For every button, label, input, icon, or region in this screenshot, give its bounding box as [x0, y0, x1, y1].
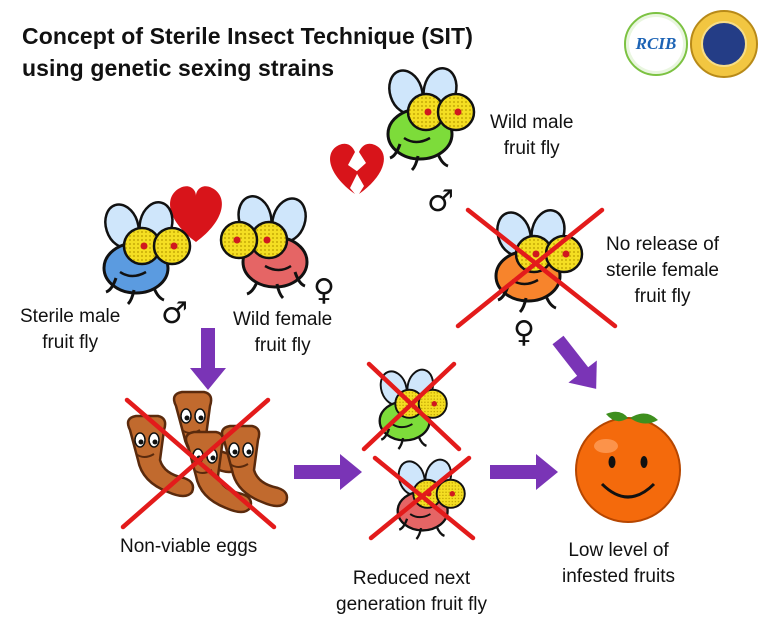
title-line-2: using genetic sexing strains — [22, 55, 335, 81]
eggs-cross — [120, 397, 277, 530]
next-gen-label: Reduced next generation fruit fly — [336, 568, 488, 615]
seal-center — [701, 21, 747, 67]
sterile-female-fly — [490, 205, 584, 314]
arrow-nextgen-to-fruit — [490, 454, 558, 490]
rcib-logo: RCIB — [624, 12, 688, 76]
next-gen-top-cross — [361, 361, 462, 452]
arrow-female-to-fruit — [543, 328, 611, 400]
sterile-male-label: Sterile male fruit fly — [20, 306, 121, 353]
university-seal-logo — [690, 10, 758, 78]
rcib-logo-text: RCIB — [635, 34, 677, 53]
orange-fruit — [575, 411, 681, 523]
wild-female-label: Wild female fruit fly — [233, 309, 333, 356]
wild-male-label: Wild male fruit fly — [490, 112, 574, 159]
diagram-title: Concept of Sterile Insect Technique (SIT… — [22, 20, 473, 84]
sterile-female-symbol: ♀ — [513, 315, 535, 350]
broken-heart-icon — [330, 143, 384, 194]
no-release-label: No release of sterile female fruit fly — [606, 234, 720, 307]
next-gen-bottom-cross — [368, 455, 476, 541]
wild-male-symbol: ♂ — [427, 184, 454, 219]
title-line-1: Concept of Sterile Insect Technique (SIT… — [22, 23, 473, 49]
wild-female-fly — [219, 191, 313, 300]
sterile-male-symbol: ♂ — [161, 296, 188, 331]
fruits-label: Low level of infested fruits — [562, 540, 675, 587]
arrow-sterile-to-eggs — [190, 328, 226, 390]
wild-male-fly — [382, 63, 476, 172]
wild-female-symbol: ♀ — [313, 273, 335, 308]
arrow-eggs-to-nextgen — [294, 454, 362, 490]
heart-icon — [170, 186, 222, 242]
eggs-label: Non-viable eggs — [120, 536, 258, 557]
sterile-female-cross — [455, 207, 618, 329]
